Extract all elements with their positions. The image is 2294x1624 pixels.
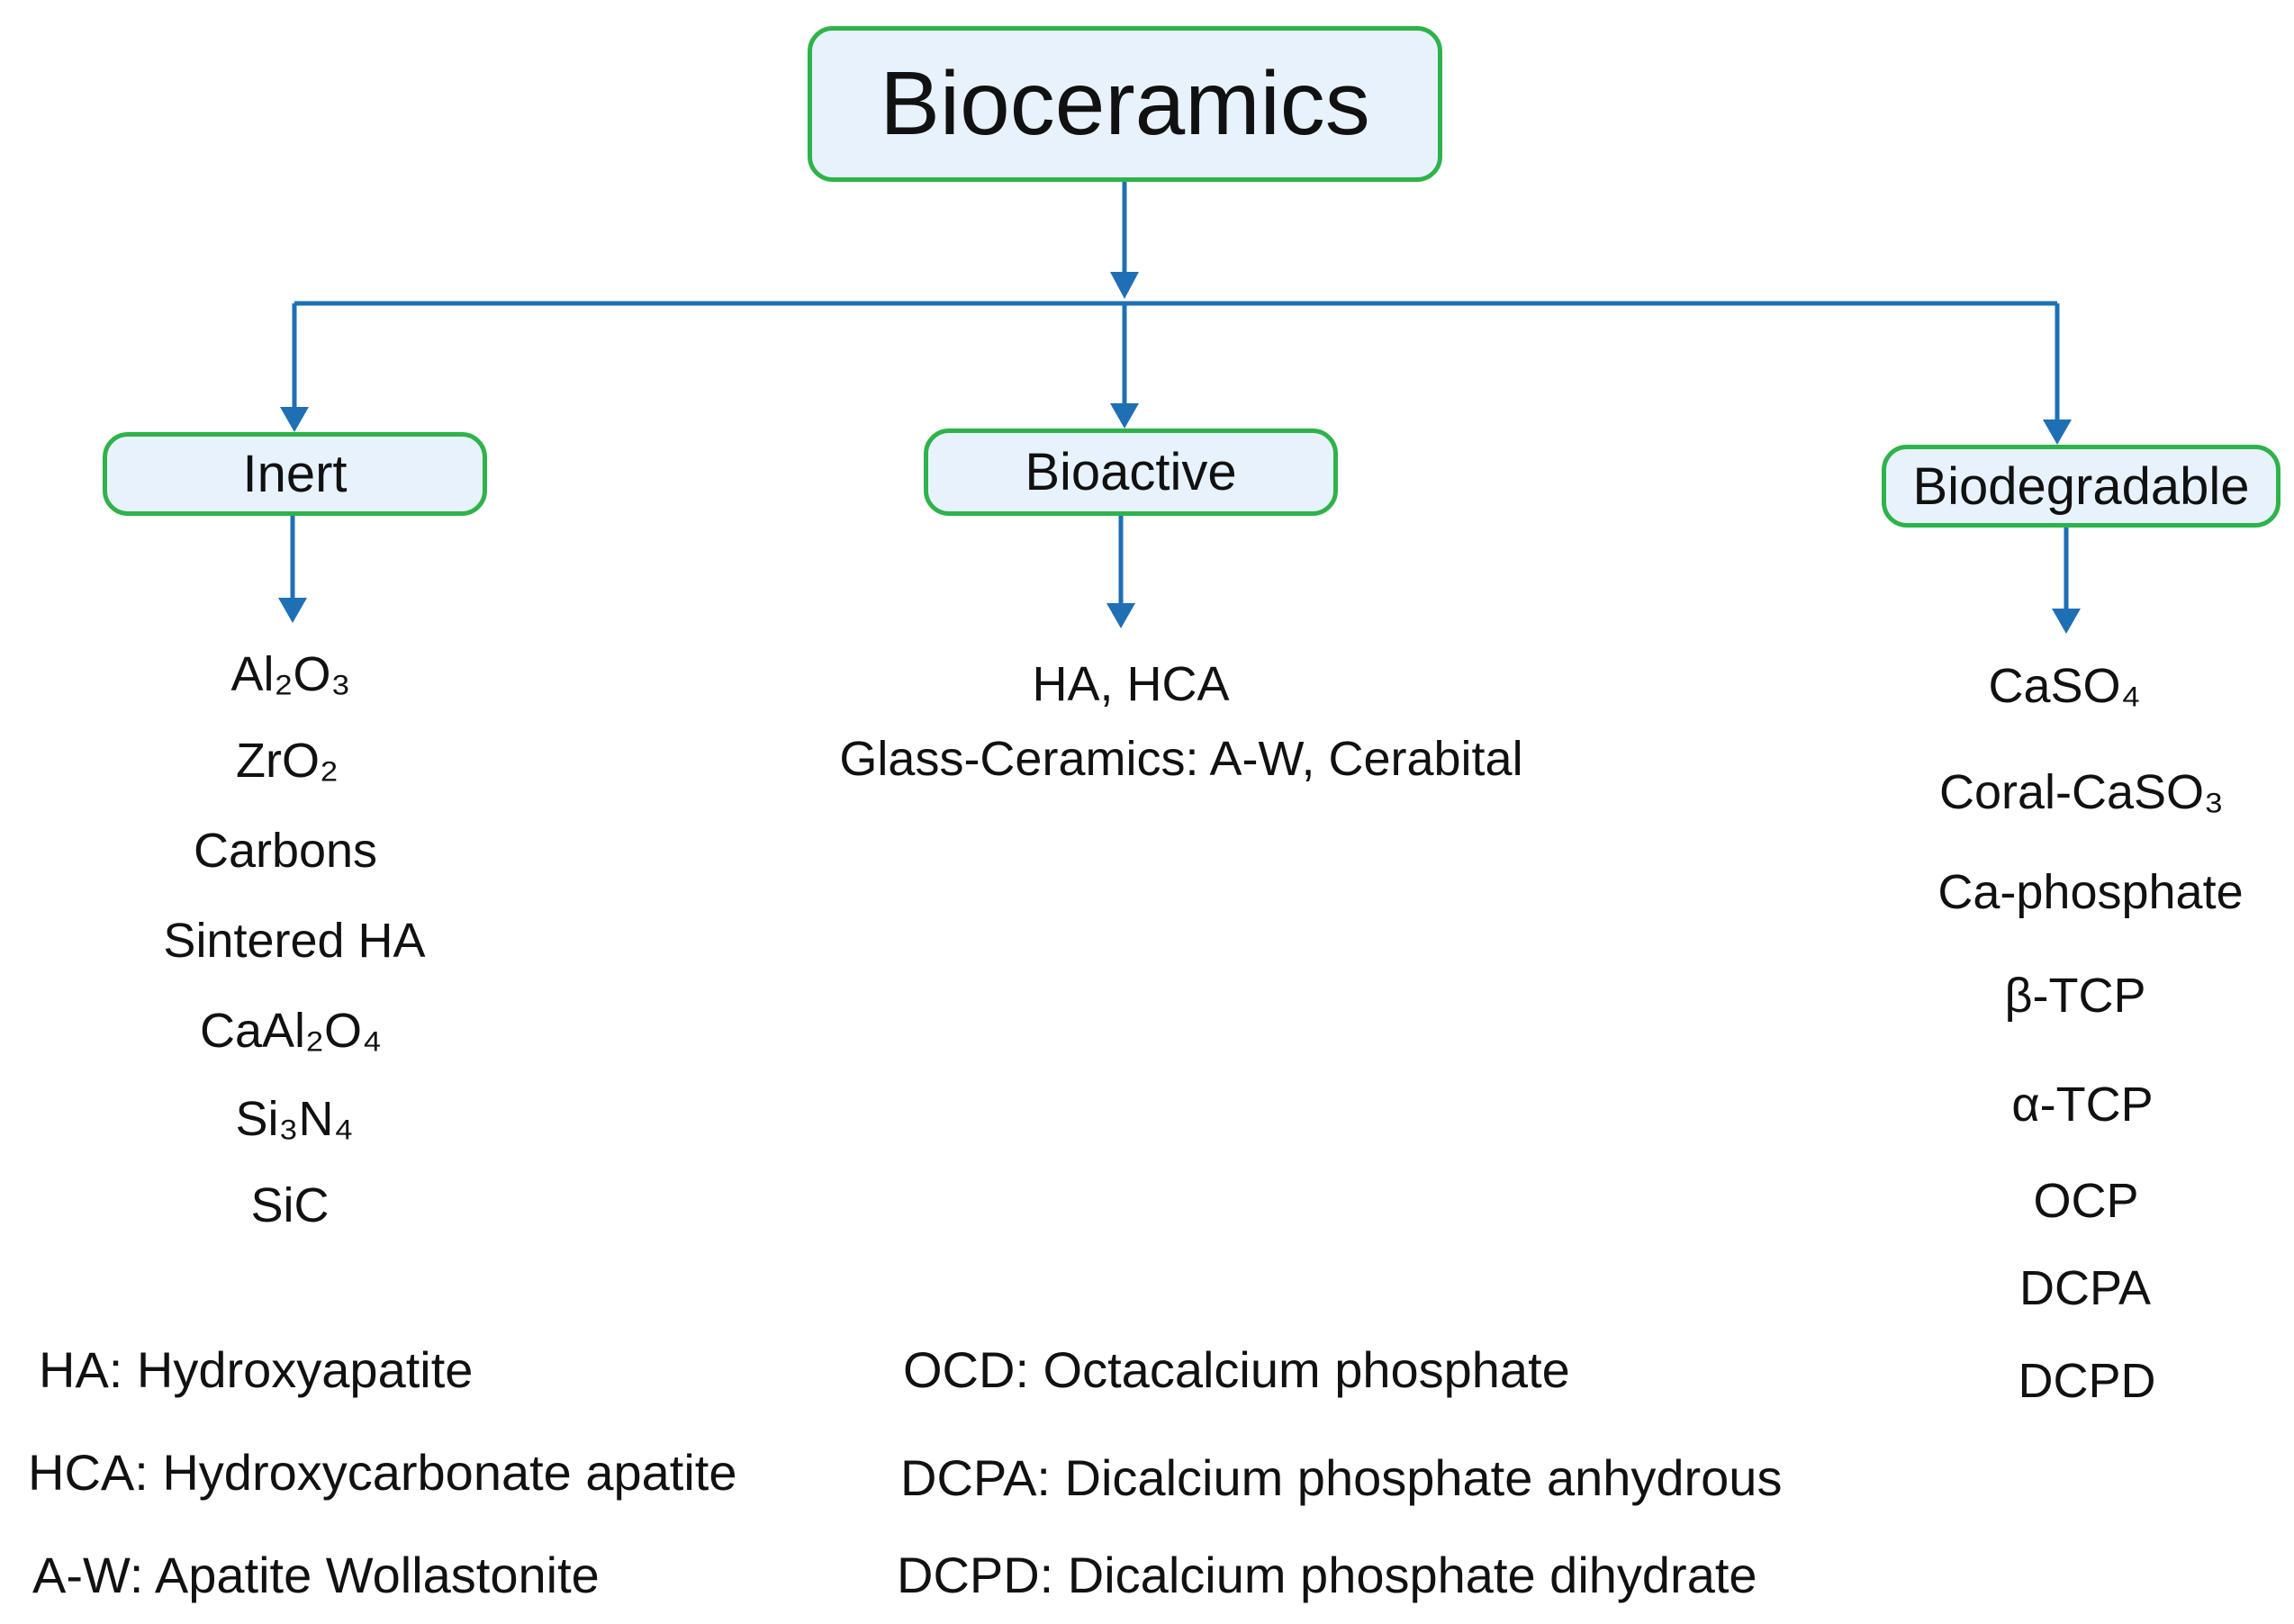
- glossary-entry: HA: Hydroxyapatite: [39, 1341, 474, 1398]
- inert-item: CaAl₂O₄: [199, 1004, 383, 1058]
- root-arrowhead: [1110, 272, 1139, 299]
- bioactive-item: Glass-Ceramics: A-W, Cerabital: [839, 732, 1523, 786]
- category-label-bioactive: Bioactive: [1025, 443, 1237, 501]
- biodegradable-arrowhead: [2043, 420, 2072, 445]
- root-node-bioceramics: Bioceramics: [808, 26, 1442, 182]
- glossary-entry: A-W: Apatite Wollastonite: [32, 1547, 600, 1603]
- biodegradable-item: DCPA: [2019, 1261, 2152, 1315]
- glossary-entry: DCPD: Dicalcium phosphate dihydrate: [897, 1547, 1757, 1603]
- inert-arrowhead: [280, 407, 309, 432]
- inert-item: ZrO₂: [236, 734, 339, 788]
- biodegradable-down-arrowhead: [2052, 609, 2081, 634]
- category-node-inert: Inert: [103, 432, 487, 516]
- glossary-entry: HCA: Hydroxycarbonate apatite: [28, 1444, 737, 1501]
- biodegradable-item: OCP: [2033, 1174, 2139, 1228]
- bioactive-arrowhead: [1110, 403, 1139, 429]
- bioactive-item: HA, HCA: [1032, 657, 1230, 711]
- biodegradable-item: α-TCP: [2011, 1078, 2154, 1132]
- bioactive-down-arrowhead: [1106, 603, 1135, 628]
- category-node-bioactive: Bioactive: [924, 429, 1338, 516]
- inert-item: Carbons: [193, 824, 378, 878]
- glossary-entry: OCD: Octacalcium phosphate: [903, 1341, 1570, 1398]
- category-label-inert: Inert: [242, 445, 348, 503]
- biodegradable-item: DCPD: [2018, 1354, 2156, 1408]
- biodegradable-item: Ca-phosphate: [1937, 865, 2244, 919]
- category-node-biodegradable: Biodegradable: [1882, 445, 2280, 528]
- root-label: Bioceramics: [880, 53, 1370, 154]
- biodegradable-item: β-TCP: [2004, 969, 2146, 1023]
- inert-item: Al₂O₃: [230, 647, 351, 701]
- inert-down-arrowhead: [278, 598, 307, 623]
- glossary-entry: DCPA: Dicalcium phosphate anhydrous: [900, 1449, 1783, 1506]
- inert-item: SiC: [250, 1178, 330, 1232]
- biodegradable-item: Coral-CaSO₃: [1938, 765, 2225, 819]
- biodegradable-item: CaSO₄: [1988, 659, 2141, 713]
- category-label-biodegradable: Biodegradable: [1912, 456, 2250, 516]
- inert-item: Si₃N₄: [235, 1092, 354, 1146]
- inert-item: Sintered HA: [163, 914, 426, 968]
